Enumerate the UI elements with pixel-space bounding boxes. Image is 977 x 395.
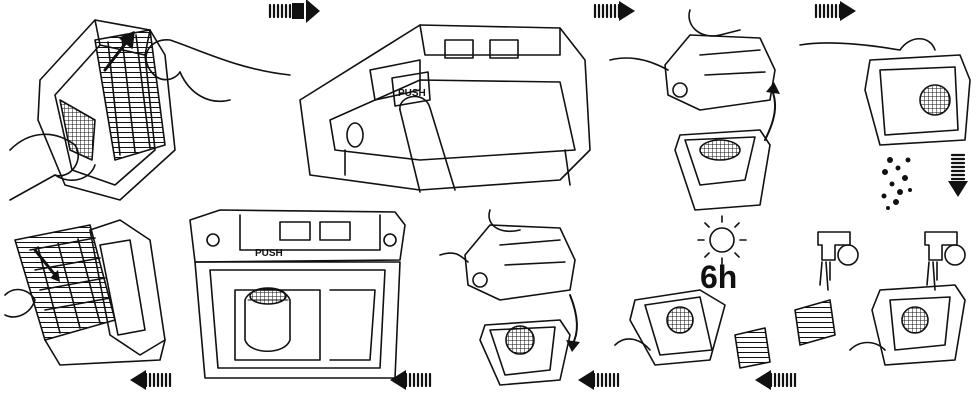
dustbin-drying xyxy=(615,290,725,365)
arrow-right-1 xyxy=(270,0,320,23)
step-2-press-push: PUSH xyxy=(300,25,590,192)
dry-time-label: 6h xyxy=(700,259,737,295)
filter-drying xyxy=(735,328,770,368)
dirt-particles xyxy=(882,157,913,210)
dustbin-washed xyxy=(850,285,965,365)
step-6-dry: 6h xyxy=(615,216,770,368)
robot-cover-8: PUSH xyxy=(190,210,405,262)
hepa-filter xyxy=(95,30,165,160)
hand-step4 xyxy=(800,39,935,50)
push-label-step8: PUSH xyxy=(255,248,283,259)
arrow-left-4 xyxy=(130,370,170,390)
robot-section-7 xyxy=(465,225,575,300)
hand-right xyxy=(146,40,290,101)
hands-step3 xyxy=(610,10,740,70)
tap-icon-1 xyxy=(818,232,858,290)
dustbin-step8 xyxy=(195,262,400,378)
step-7-reinsert-dustbin xyxy=(440,210,580,385)
dustbin-step4 xyxy=(865,55,970,145)
robot-top-cover xyxy=(300,25,590,190)
arrow-down xyxy=(948,155,968,197)
dustbin-step3 xyxy=(675,130,770,210)
arrow-right-3 xyxy=(816,1,856,21)
pressing-finger xyxy=(400,96,455,192)
tap-icon-2 xyxy=(925,232,965,290)
hand-step9 xyxy=(5,290,35,317)
arrow-right-2 xyxy=(595,1,635,21)
step-8-reassemble: PUSH xyxy=(190,210,405,378)
down-arrow-step7 xyxy=(570,295,577,345)
step-1-remove-filter xyxy=(10,20,290,200)
step-4-empty-dustbin xyxy=(800,39,970,210)
robot-section xyxy=(665,35,775,110)
dustbin-step7 xyxy=(480,320,570,385)
step-9-insert-filter xyxy=(5,220,165,365)
arrow-left-2 xyxy=(578,370,618,390)
push-button: PUSH xyxy=(392,72,430,106)
step-5-wash xyxy=(795,232,965,365)
sun-icon xyxy=(698,216,746,264)
step-3-lift-dustbin xyxy=(610,10,780,210)
filter-washed xyxy=(795,300,835,345)
arrow-left-1 xyxy=(755,370,795,390)
